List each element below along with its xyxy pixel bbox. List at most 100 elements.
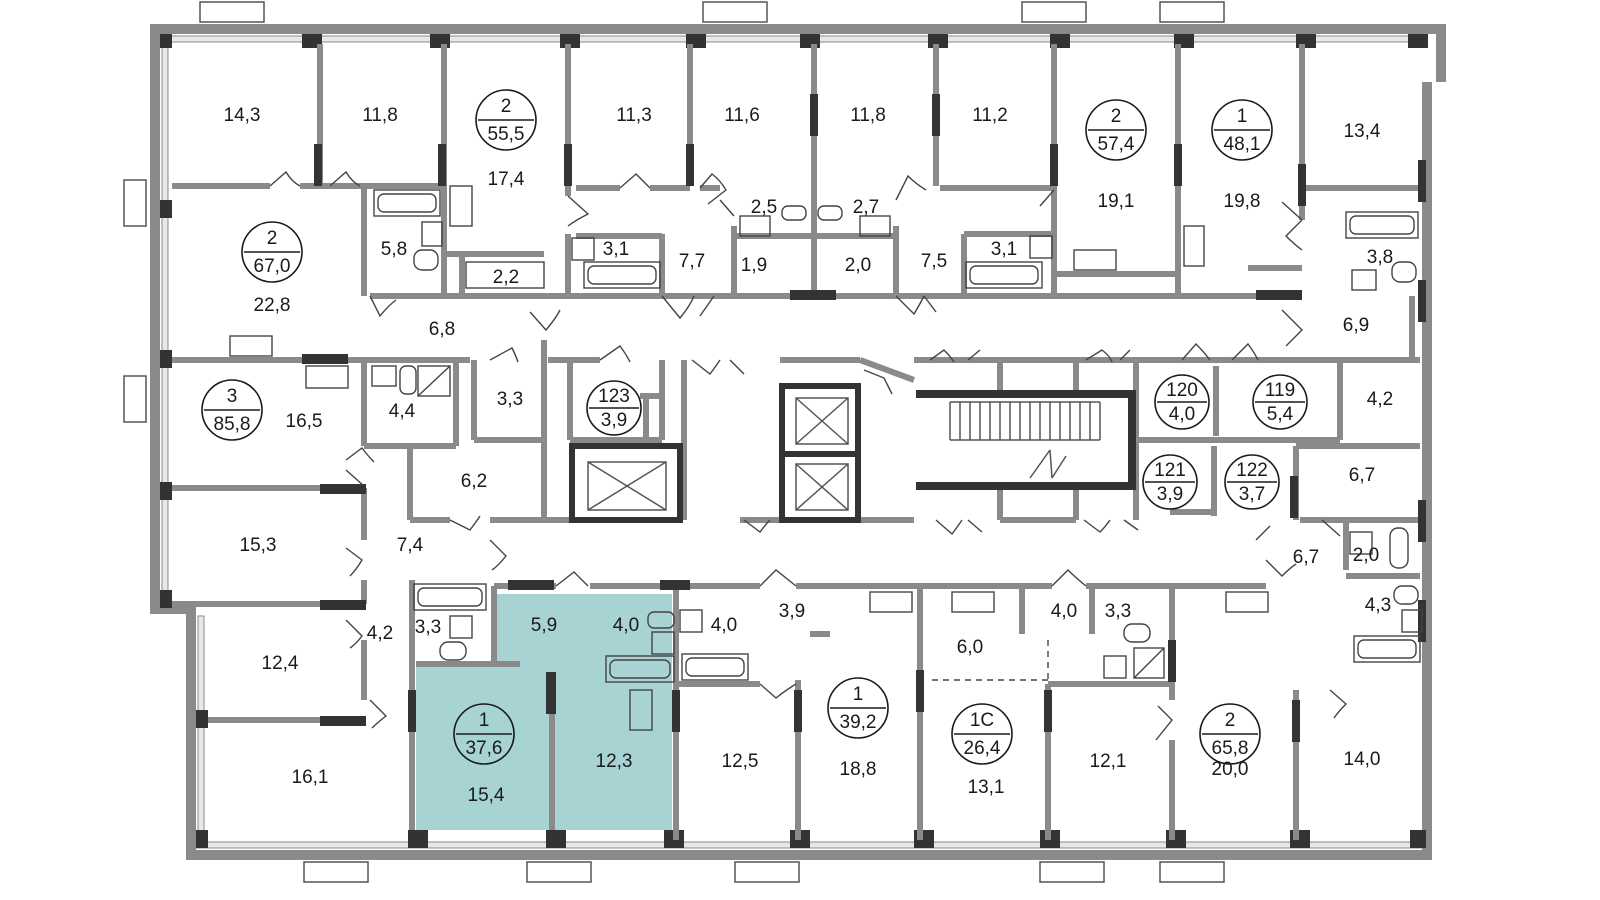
room-area-label: 12,3 [596,751,633,772]
door-swings [269,170,1348,741]
apartment-rooms: 1 [853,684,864,705]
elevator-core [569,383,861,523]
apartment-badge-apt-85-8[interactable]: 385,8 [201,379,263,441]
room-area-label: 3,3 [497,389,523,410]
storage-number: 121 [1154,460,1186,481]
room-area-label: 2,0 [845,255,871,276]
apartment-area: 65,8 [1212,738,1249,759]
room-area-label: 12,1 [1090,751,1127,772]
room-area-label: 3,9 [779,601,805,622]
apartment-area: 37,6 [466,738,503,759]
room-area-label: 5,9 [531,615,557,636]
apartment-rooms: 1С [970,710,994,731]
room-area-label: 13,4 [1344,121,1381,142]
apartment-area: 85,8 [214,414,251,435]
apartment-area: 55,5 [488,124,525,145]
storage-number: 122 [1236,460,1268,481]
apartment-badge-apt-67-0[interactable]: 267,0 [241,221,303,283]
apartment-rooms: 2 [501,96,512,117]
room-area-label: 3,1 [991,239,1017,260]
room-area-label: 6,0 [957,637,983,658]
room-area-label: 19,8 [1224,191,1261,212]
room-area-label: 6,7 [1293,547,1319,568]
room-area-label: 16,1 [292,767,329,788]
storage-area: 3,9 [601,410,627,431]
room-area-label: 6,2 [461,471,487,492]
room-area-label: 4,4 [389,401,416,422]
room-area-label: 3,1 [603,239,629,260]
apartment-rooms: 3 [227,386,238,407]
room-area-label: 11,8 [362,105,398,126]
apartment-area: 39,2 [840,712,877,733]
storage-number: 120 [1166,380,1198,401]
outer-walls [123,1,1446,883]
room-area-label: 19,1 [1098,191,1135,212]
apartment-badge-apt-65-8[interactable]: 265,8 [1199,703,1261,765]
room-area-label: 13,1 [968,777,1005,798]
apartment-badge-apt-48-1[interactable]: 148,1 [1211,99,1273,161]
storage-area: 4,0 [1169,404,1195,425]
room-area-label: 7,7 [679,251,705,272]
apartment-badge-apt-37-6[interactable]: 137,6 [453,703,515,765]
room-area-label: 12,4 [262,653,299,674]
room-area-label: 5,8 [381,239,407,260]
room-area-label: 3,8 [1367,247,1393,268]
room-area-label: 4,2 [367,623,393,644]
room-area-label: 15,3 [240,535,277,556]
apartment-rooms: 2 [267,228,278,249]
room-area-label: 6,8 [429,319,455,340]
room-area-label: 20,0 [1212,759,1249,780]
staircase [916,390,1136,490]
storage-number: 119 [1265,380,1295,401]
storage-area: 3,9 [1157,484,1183,505]
room-area-label: 3,3 [415,617,441,638]
room-area-label: 16,5 [286,411,323,432]
room-area-label: 11,6 [724,105,760,126]
storage-area: 5,4 [1267,404,1294,425]
selected-apartment-fill[interactable] [416,594,672,830]
plumbing-fixtures [229,185,1423,731]
apartment-badge-apt-55-5[interactable]: 255,5 [475,89,537,151]
storage-number: 123 [598,386,630,407]
room-area-label: 4,2 [1367,389,1393,410]
room-area-label: 2,0 [1353,545,1379,566]
apartment-badge-apt-39-2[interactable]: 139,2 [827,677,889,739]
room-area-label: 2,7 [853,197,879,218]
room-area-label: 14,0 [1344,749,1381,770]
apartment-rooms: 2 [1225,710,1236,731]
room-area-label: 7,4 [397,535,424,556]
room-area-label: 4,0 [613,615,639,636]
room-area-label: 12,5 [722,751,759,772]
storage-area: 3,7 [1239,484,1265,505]
room-area-label: 4,0 [1051,601,1077,622]
room-area-label: 2,5 [751,197,777,218]
room-area-label: 4,0 [711,615,737,636]
room-area-label: 6,7 [1349,465,1375,486]
apartment-badge-apt-57-4[interactable]: 257,4 [1085,99,1147,161]
room-area-label: 18,8 [840,759,877,780]
room-area-label: 6,9 [1343,315,1369,336]
room-area-label: 3,3 [1105,601,1131,622]
apartment-rooms: 2 [1111,106,1122,127]
room-area-label: 22,8 [254,295,291,316]
room-area-label: 1,9 [741,255,767,276]
room-area-label: 14,3 [224,105,261,126]
apartment-rooms: 1 [1237,106,1248,127]
apartment-area: 57,4 [1098,134,1135,155]
dashed-partition [932,640,1049,681]
apartment-area: 67,0 [254,256,291,277]
interior-walls [172,44,1426,840]
room-area-label: 11,2 [972,105,1008,126]
room-area-label: 17,4 [488,169,525,190]
room-area-label: 15,4 [468,785,505,806]
